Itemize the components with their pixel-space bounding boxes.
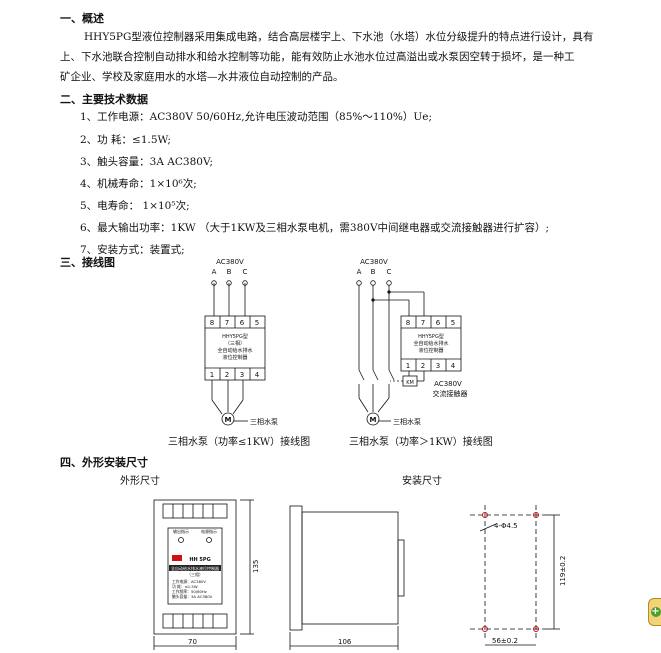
phase-a-left: A [212, 268, 217, 276]
hole-spec: 4-Φ4.5 [494, 522, 518, 530]
terminal-1-right: 1 [406, 362, 410, 370]
terminal-5-right: 5 [451, 319, 455, 327]
panel-title-strip [169, 565, 221, 571]
phase-c-right: C [387, 268, 392, 276]
spec-item-7: 7、安装方式：装置式; [80, 244, 185, 256]
terminal-4-right: 4 [451, 362, 456, 370]
plus-icon: + [650, 606, 661, 617]
hole-marks [482, 512, 539, 632]
caption-left: 三相水泵（功率≤1KW）接线图 [168, 437, 311, 448]
device-left-line-2: （三相） [225, 340, 245, 347]
km-label: KM [406, 380, 414, 386]
overview-line-2: 上、下水池联合控制自动排水和给水控制等功能，能有效防止水池水位过高溢出或水泵因空… [60, 51, 575, 63]
caption-right: 三相水泵（功率＞1KW）接线图 [349, 437, 493, 448]
panel-sub: （三相） [187, 571, 203, 577]
device-right-line-1: HHY5PG型 [418, 333, 444, 340]
phase-a-right: A [357, 268, 362, 276]
spec-item-2: 2、功 耗：≤1.5W; [80, 134, 171, 146]
hole-spacing-v: 119±0.2 [559, 556, 567, 586]
front-view-drawing [153, 499, 254, 650]
spec-item-1: 1、工作电源：AC380V 50/60Hz,允许电压波动范围（85%～110%）… [80, 111, 433, 123]
install-title: 安装尺寸 [402, 476, 442, 487]
dim-width: 70 [188, 638, 197, 646]
terminal-6-right: 6 [436, 319, 441, 327]
panel-title: 全自动给水排水液位控制器 [171, 565, 219, 571]
overview-line-1: HHY5PG型液位控制器采用集成电路，结合高层楼宇上、下水池（水塔）水位分级提升… [84, 31, 594, 43]
specs-heading: 二、主要技术数据 [60, 93, 148, 106]
widget-icon[interactable]: + [648, 598, 661, 626]
side-view-drawing [289, 505, 405, 650]
terminal-4-left: 4 [255, 371, 260, 379]
overview-heading: 一、概述 [60, 12, 104, 25]
phase-b-right: B [371, 268, 376, 276]
phase-c-left: C [243, 268, 248, 276]
terminal-8-left: 8 [210, 319, 214, 327]
terminal-7-left: 7 [225, 319, 229, 327]
motor-symbol-left: M [225, 416, 232, 424]
contactor-label: 交流接触器 [433, 389, 468, 398]
panel-brand: HH 5PG [189, 557, 210, 563]
terminal-1-left: 1 [210, 371, 214, 379]
spec-item-4: 4、机械寿命：1×10⁶次; [80, 178, 197, 190]
panel-spec-1: 工作电源：AC380V [172, 579, 206, 584]
phase-b-left: B [227, 268, 232, 276]
terminal-2-right: 2 [421, 362, 425, 370]
motor-symbol-right: M [370, 416, 377, 424]
device-left-line-1: HHY5PG型 [222, 333, 248, 340]
pump-label-left: 三相水泵 [250, 417, 278, 426]
wiring-diagram-right [356, 280, 462, 426]
panel-spec-2: 功 耗：≤1.5W [172, 584, 198, 589]
device-left-line-3: 全自动给水排水 [217, 347, 252, 354]
dim-height: 135 [252, 560, 260, 573]
pump-label-right: 三相水泵 [393, 417, 421, 426]
terminal-8-right: 8 [406, 319, 410, 327]
panel-label-power: 电源指示 [201, 528, 217, 534]
spec-item-3: 3、触头容量：3A AC380V; [80, 156, 214, 168]
panel-label-output: 输出指示 [173, 528, 189, 534]
dim-depth: 106 [338, 638, 352, 646]
terminal-5-left: 5 [255, 319, 259, 327]
terminal-6-left: 6 [240, 319, 245, 327]
terminal-3-right: 3 [436, 362, 440, 370]
overview-line-3: 矿企业、学校及家庭用水的水塔—水井液位自动控制的产品。 [60, 71, 344, 83]
contactor-voltage: AC380V [434, 380, 462, 388]
device-right-line-2: 全自动给水排水 [413, 340, 448, 347]
panel-spec-3: 工作频率：50/60Hz [172, 589, 207, 594]
outer-title: 外形尺寸 [120, 476, 160, 487]
supply-label-right: AC380V [360, 258, 388, 266]
device-left-line-4: 液位控制器 [222, 354, 247, 361]
wiring-diagram-left [204, 280, 266, 426]
device-right-line-3: 液位控制器 [418, 347, 443, 354]
supply-label-left: AC380V [216, 258, 244, 266]
terminal-2-left: 2 [225, 371, 229, 379]
hole-spacing-h: 56±0.2 [492, 637, 518, 645]
terminal-3-left: 3 [240, 371, 244, 379]
spec-item-6: 6、最大输出功率：1KW （大于1KW及三相水泵电机，需380V中间继电器或交流… [80, 222, 550, 234]
brand-logo-mark [172, 555, 182, 561]
install-holes-drawing [470, 505, 560, 646]
spec-item-5: 5、电寿命： 1×10⁵次; [80, 200, 190, 212]
terminal-7-right: 7 [421, 319, 425, 327]
dimensions-heading: 四、外形安装尺寸 [60, 456, 148, 469]
wiring-heading: 三、接线图 [60, 256, 115, 269]
panel-spec-4: 触头容量：3A AC380V [172, 594, 213, 599]
